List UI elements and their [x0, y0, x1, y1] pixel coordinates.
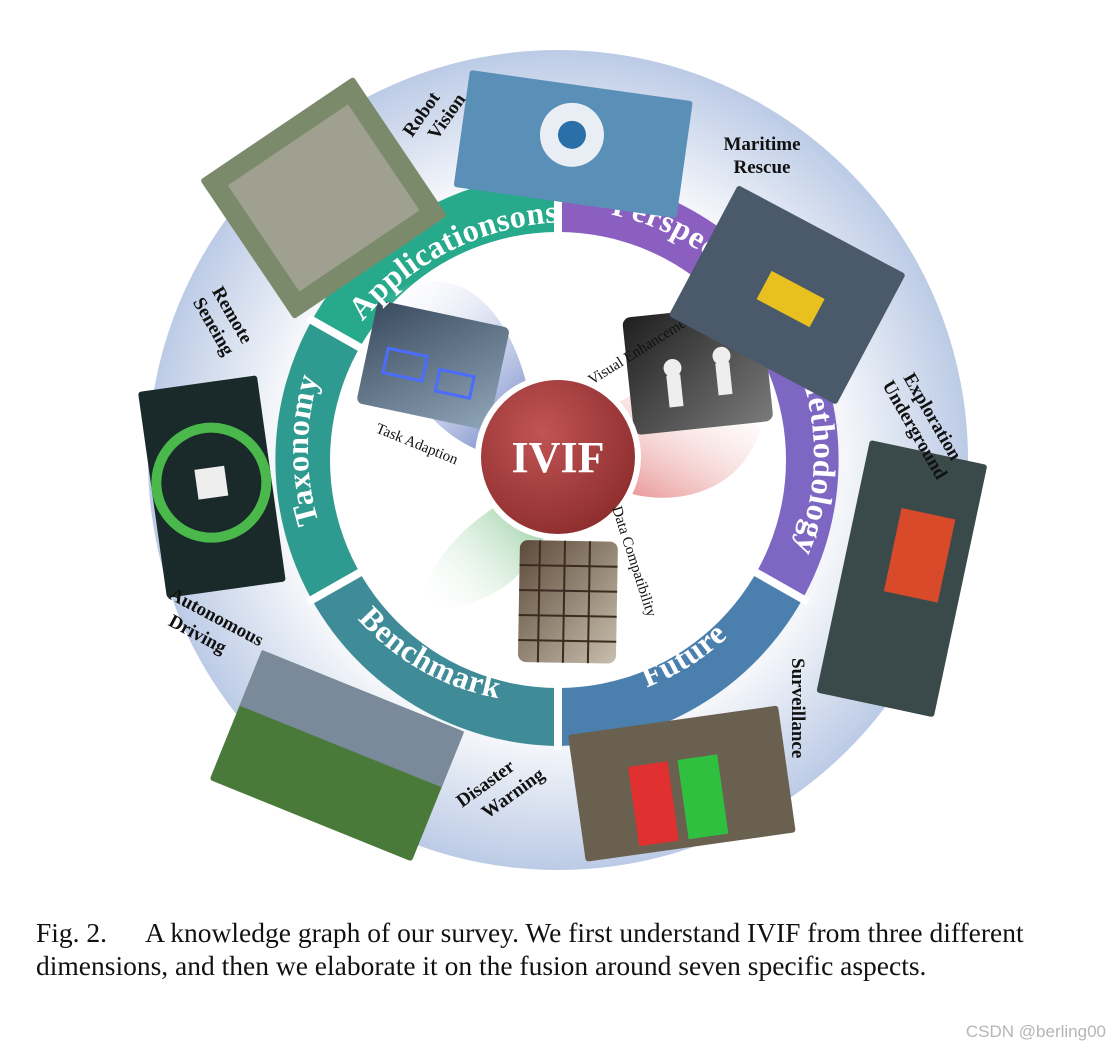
knowledge-graph-figure: IVIF Applicationsons Perspectives Method… — [138, 50, 987, 870]
remote-sensing-image — [201, 77, 447, 319]
autonomous-driving-image — [138, 375, 286, 598]
disaster-warning-image — [210, 650, 465, 861]
caption-label: Fig. 2. — [36, 917, 108, 948]
center-node — [475, 374, 641, 540]
data-compatibility-image — [518, 540, 618, 664]
surveillance-image — [568, 705, 796, 862]
svg-text:Maritime: Maritime — [723, 134, 800, 155]
app-label-surveillance: Surveillance — [787, 658, 808, 758]
robot-vision-image — [453, 70, 693, 218]
maritime-rescue-image — [669, 186, 905, 404]
app-label-maritime-rescue: Maritime Rescue — [723, 134, 800, 178]
watermark: CSDN @berling00 — [965, 1022, 1106, 1041]
underground-exploration-image — [816, 440, 987, 717]
caption-text: A knowledge graph of our survey. We firs… — [36, 917, 1024, 981]
center-label: IVIF — [512, 433, 605, 482]
figure-caption: Fig. 2.A knowledge graph of our survey. … — [36, 916, 1086, 982]
task-adaption-image — [357, 301, 509, 430]
svg-text:Rescue: Rescue — [734, 157, 791, 178]
